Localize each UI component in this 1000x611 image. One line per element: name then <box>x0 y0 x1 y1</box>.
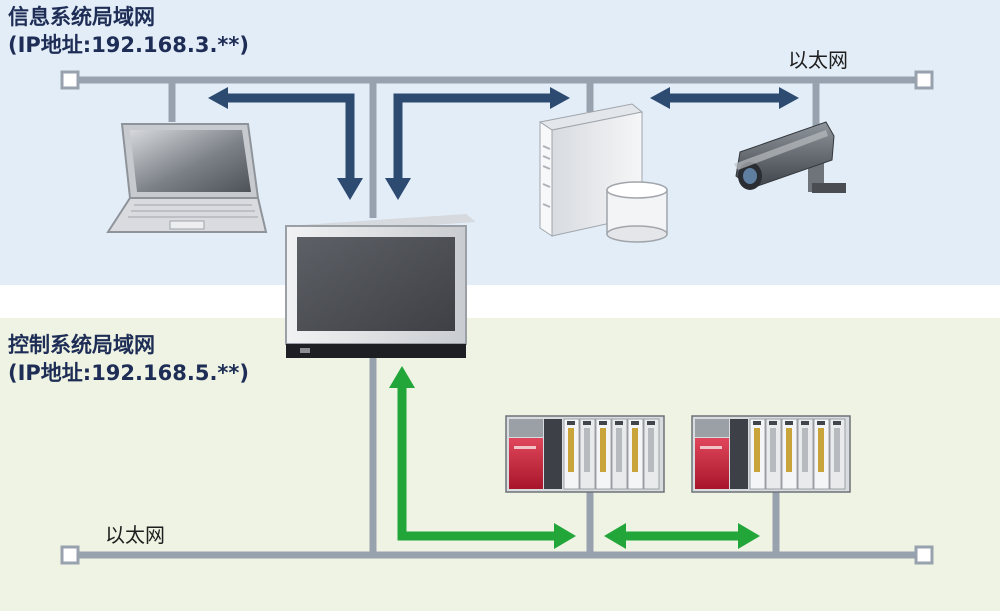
plc-rack-icon-2 <box>691 415 851 493</box>
laptop-icon <box>106 123 268 233</box>
control-network-title: 控制系统局域网 <box>8 333 155 357</box>
control-ethernet-label: 以太网 <box>105 523 165 547</box>
info-arrows <box>208 87 799 200</box>
security-camera-icon <box>734 121 846 193</box>
control-network-ip: (IP地址:192.168.5.**) <box>8 361 249 385</box>
info-bus-terminal-left <box>60 70 80 90</box>
info-ethernet-label: 以太网 <box>788 48 848 72</box>
control-ethernet-bus <box>70 358 924 559</box>
control-bus-terminal-right <box>914 545 934 565</box>
arrow-server-to-hmi <box>385 87 570 200</box>
zone-separator <box>0 285 1000 318</box>
info-bus-terminal-right <box>914 70 934 90</box>
database-icon <box>606 181 668 243</box>
info-network-ip: (IP地址:192.168.3.**) <box>8 33 249 57</box>
arrow-plc-to-plc <box>604 523 760 549</box>
arrow-hmi-to-plc <box>389 366 576 549</box>
control-bus-terminal-left <box>60 545 80 565</box>
arrow-laptop-to-hmi <box>208 87 363 200</box>
hmi-touch-panel-icon <box>285 214 476 358</box>
arrow-server-to-camera <box>650 87 799 109</box>
info-bus-drops <box>168 80 820 218</box>
control-arrows <box>389 366 760 549</box>
plc-rack-icon-1 <box>505 415 665 493</box>
info-network-title: 信息系统局域网 <box>8 5 155 29</box>
